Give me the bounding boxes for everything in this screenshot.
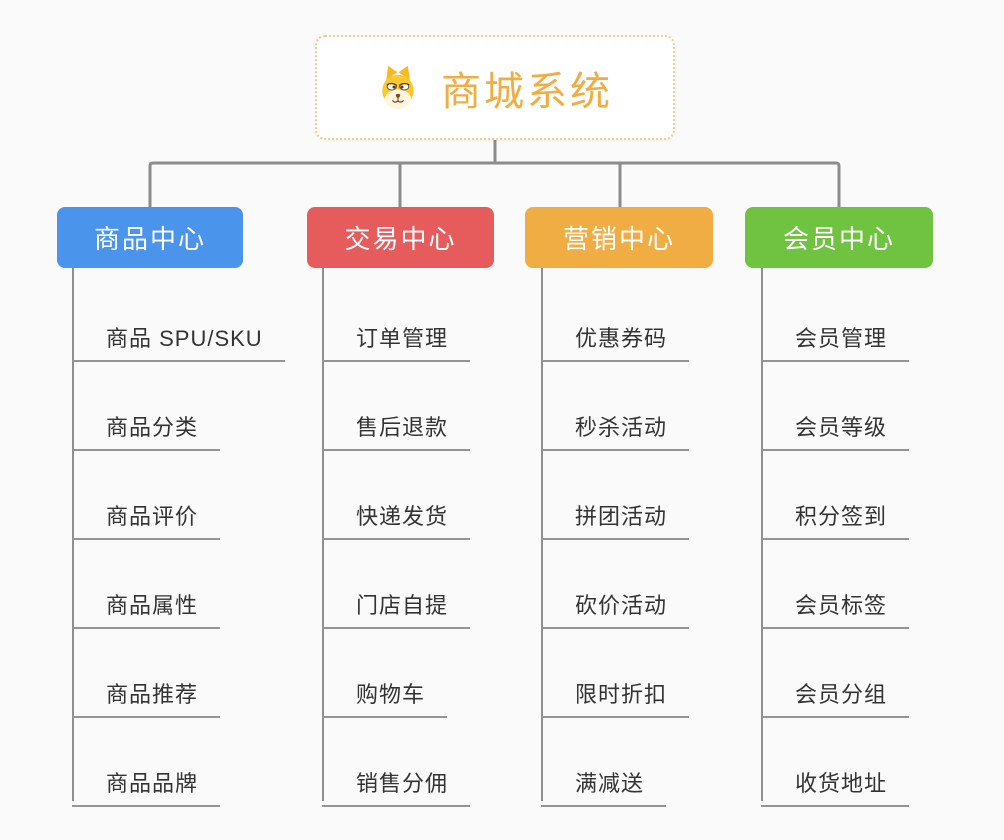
branch-children-trade: 订单管理 售后退款 快递发货 门店自提 购物车 销售分佣: [322, 268, 592, 813]
branch-label: 会员中心: [782, 224, 895, 254]
branch-node-member-center[interactable]: 会员中心: [745, 207, 933, 268]
leaf-node[interactable]: 收货地址: [761, 752, 910, 807]
leaf-node[interactable]: 会员管理: [761, 307, 910, 362]
leaf-node[interactable]: 会员等级: [761, 396, 910, 451]
leaf-node[interactable]: 商品推荐: [72, 663, 221, 718]
branch-children-marketing: 优惠券码 秒杀活动 拼团活动 砍价活动 限时折扣 满减送: [541, 268, 811, 813]
leaf-node[interactable]: 订单管理: [322, 307, 471, 362]
leaf-node[interactable]: 商品属性: [72, 574, 221, 629]
leaf-node[interactable]: 会员标签: [761, 574, 910, 629]
leaf-node[interactable]: 砍价活动: [541, 574, 690, 629]
root-title: 商城系统: [441, 69, 613, 114]
leaf-node[interactable]: 销售分佣: [322, 752, 471, 807]
branch-children-product: 商品 SPU/SKU 商品分类 商品评价 商品属性 商品推荐 商品品牌: [72, 268, 342, 813]
leaf-node[interactable]: 拼团活动: [541, 485, 690, 540]
leaf-node[interactable]: 积分签到: [761, 485, 910, 540]
branch-children-member: 会员管理 会员等级 积分签到 会员标签 会员分组 收货地址: [761, 268, 1004, 813]
leaf-node[interactable]: 优惠券码: [541, 307, 690, 362]
branch-label: 交易中心: [344, 224, 457, 254]
root-node[interactable]: 商城系统: [315, 35, 675, 140]
branch-node-product-center[interactable]: 商品中心: [57, 207, 243, 268]
leaf-node[interactable]: 门店自提: [322, 574, 471, 629]
leaf-node[interactable]: 会员分组: [761, 663, 910, 718]
branch-node-marketing-center[interactable]: 营销中心: [525, 207, 713, 268]
leaf-node[interactable]: 商品评价: [72, 485, 221, 540]
leaf-node[interactable]: 满减送: [541, 752, 667, 807]
leaf-node[interactable]: 商品 SPU/SKU: [72, 307, 285, 362]
branch-label: 营销中心: [562, 224, 675, 254]
leaf-node[interactable]: 商品分类: [72, 396, 221, 451]
leaf-node[interactable]: 购物车: [322, 663, 448, 718]
branch-node-trade-center[interactable]: 交易中心: [307, 207, 494, 268]
shiba-dog-icon: [382, 65, 414, 109]
leaf-node[interactable]: 快递发货: [322, 485, 471, 540]
leaf-node[interactable]: 限时折扣: [541, 663, 690, 718]
leaf-node[interactable]: 秒杀活动: [541, 396, 690, 451]
leaf-node[interactable]: 商品品牌: [72, 752, 221, 807]
leaf-node[interactable]: 售后退款: [322, 396, 471, 451]
branch-label: 商品中心: [93, 224, 206, 254]
